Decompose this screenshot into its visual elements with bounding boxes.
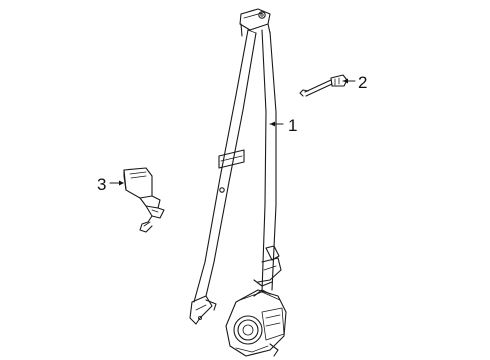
belt-guide-clip [218, 149, 245, 193]
callout-label-2: 2 [358, 73, 367, 92]
callout-3: 3 [97, 175, 124, 194]
lower-anchor-plate [189, 295, 217, 325]
lap-webbing [261, 29, 277, 293]
shoulder-webbing [193, 29, 257, 303]
seat-belt-assembly: 1 [189, 8, 297, 357]
retractor-bracket [253, 245, 282, 287]
callout-1: 1 [269, 116, 297, 135]
cable: 2 [299, 73, 367, 97]
callout-label-3: 3 [97, 175, 106, 194]
retractor [225, 289, 287, 357]
buckle: 3 [97, 167, 165, 233]
callout-2: 2 [342, 73, 367, 92]
upper-anchor [239, 8, 271, 37]
callout-label-1: 1 [288, 116, 297, 135]
